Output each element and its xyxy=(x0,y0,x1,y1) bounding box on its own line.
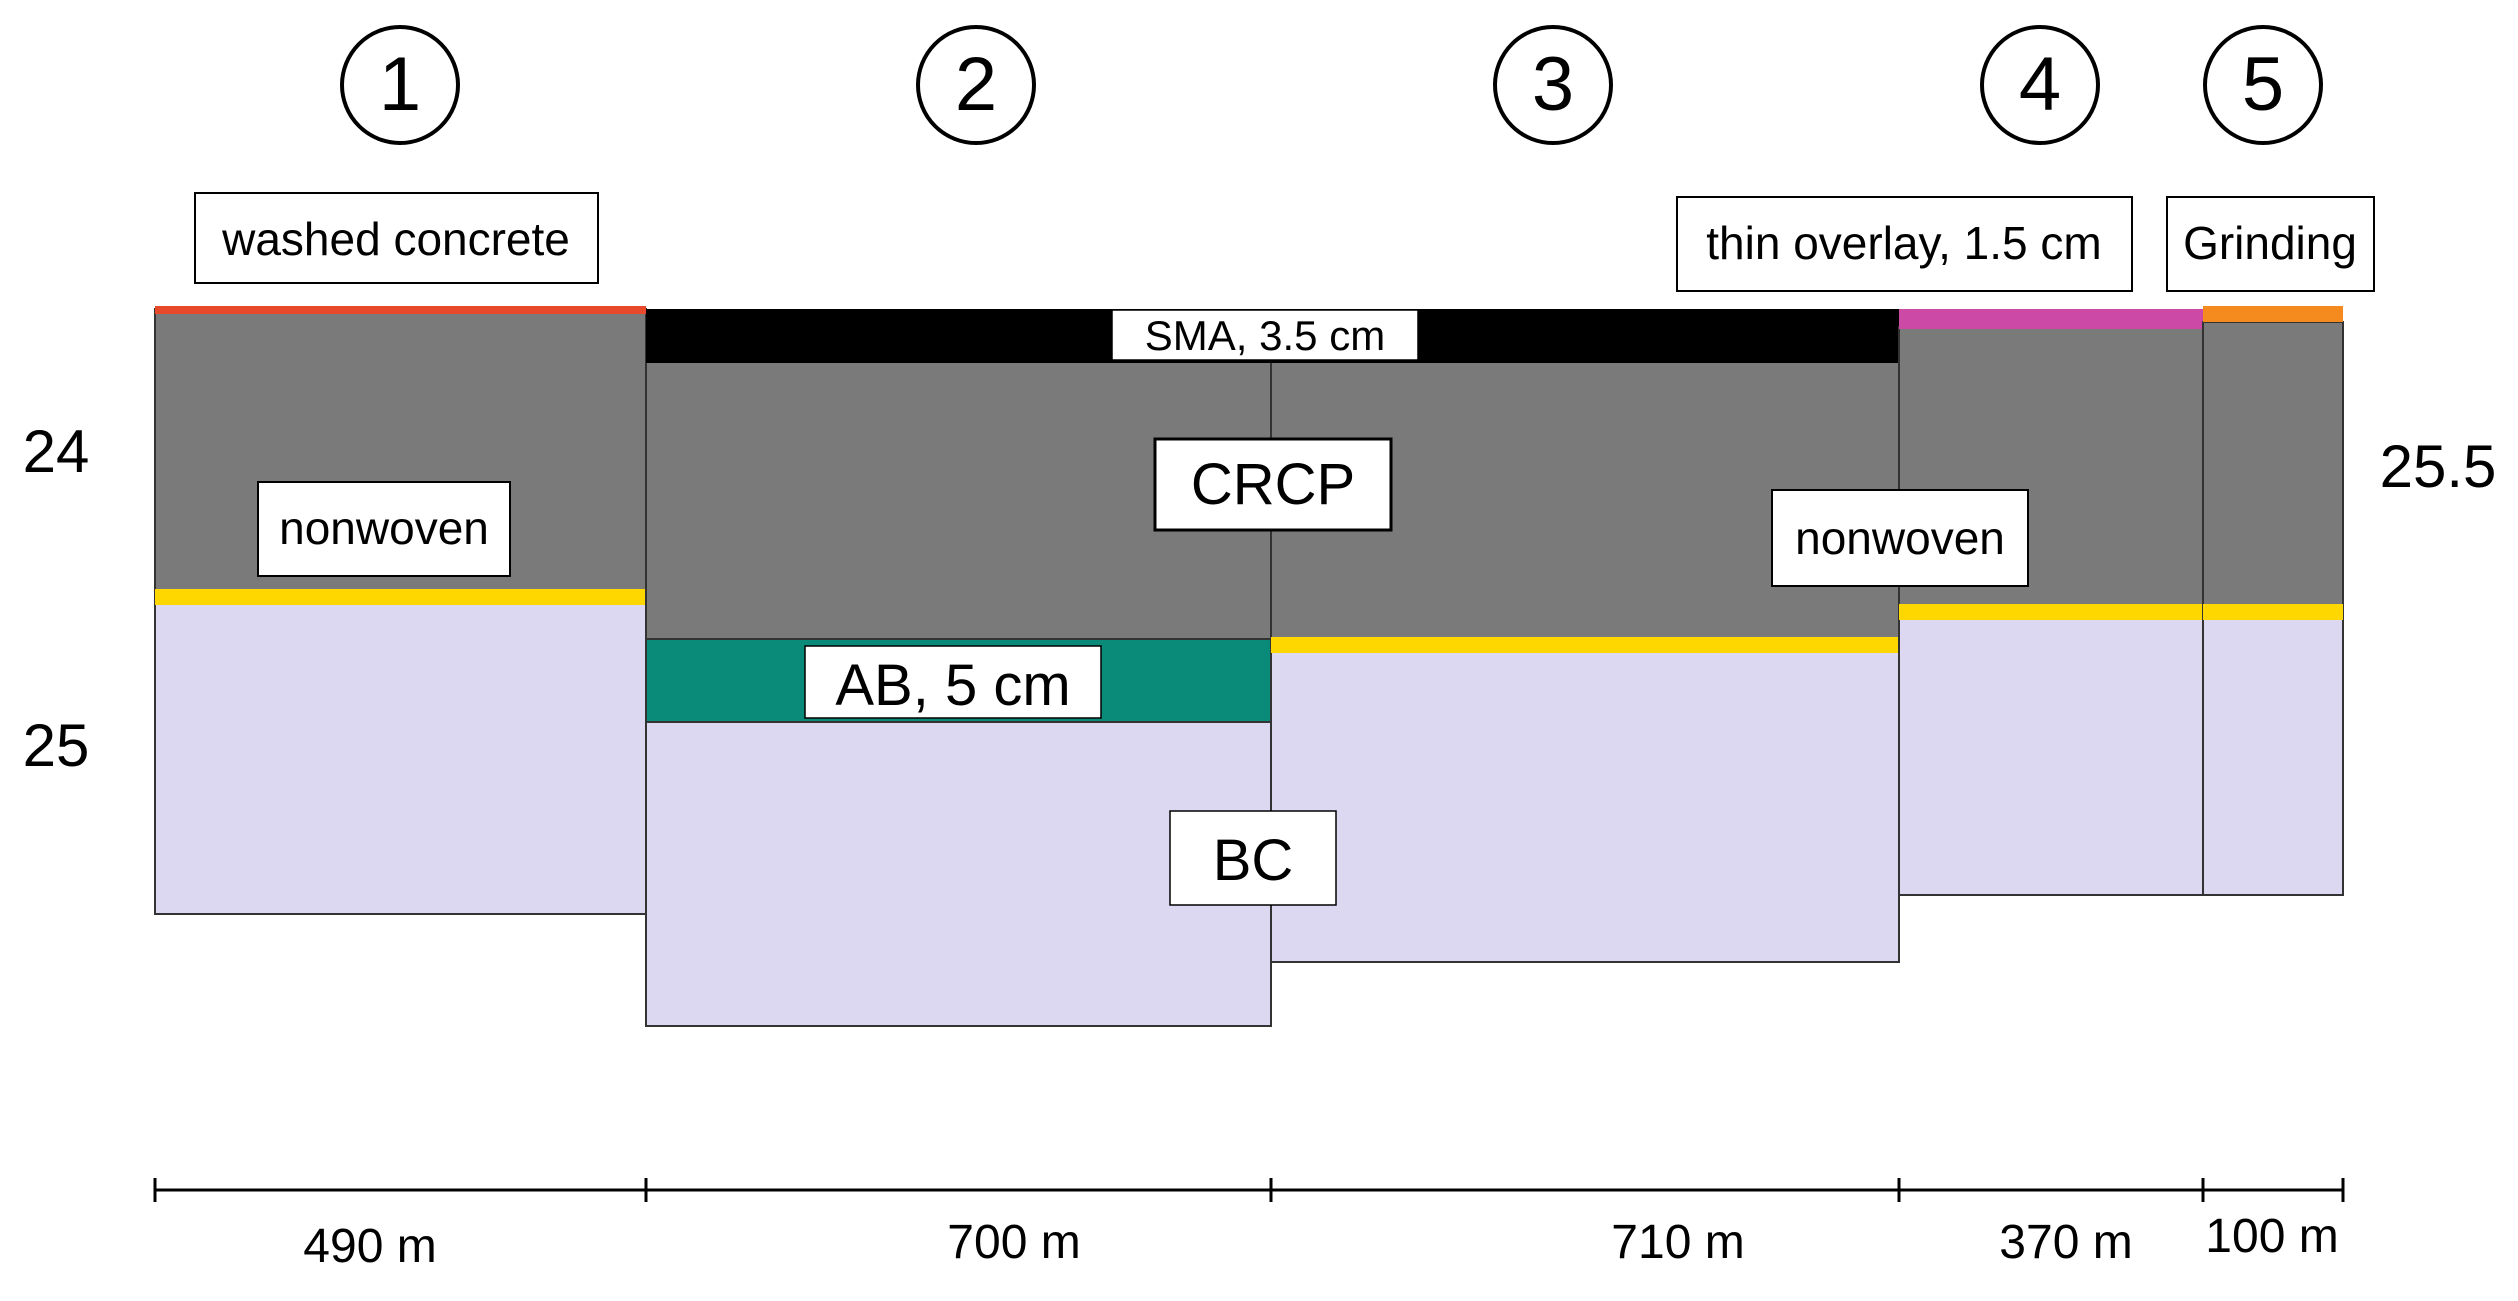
section-3-number: 3 xyxy=(1532,42,1574,127)
thin-overlay-label: thin overlay, 1.5 cm xyxy=(1706,217,2101,269)
crcp-label: CRCP xyxy=(1191,452,1355,517)
section-1-nonwoven-layer xyxy=(155,589,646,605)
section-1-number: 1 xyxy=(379,42,421,127)
section-5-base-course xyxy=(2202,618,2344,896)
length-scale: 490 m 700 m 710 m 370 m 100 m xyxy=(153,1178,2345,1273)
section-1-base-course xyxy=(154,591,647,915)
section-1-washed-concrete-layer xyxy=(155,306,646,314)
section-4-nonwoven-layer xyxy=(1899,604,2203,620)
section-4-base-course xyxy=(1898,618,2204,896)
section-3-nonwoven-layer xyxy=(1271,637,1899,653)
sma-label: SMA, 3.5 cm xyxy=(1145,312,1385,359)
washed-concrete-callout: washed concrete xyxy=(194,192,599,284)
section-5-marker: 5 xyxy=(2203,25,2323,145)
section-2-number: 2 xyxy=(955,42,997,127)
section-2-length: 700 m xyxy=(947,1216,1080,1269)
section-4-profile xyxy=(1898,309,2204,896)
section-2-base-course xyxy=(645,721,1272,1027)
sma-callout: SMA, 3.5 cm xyxy=(1111,309,1419,361)
section-3-length: 710 m xyxy=(1611,1216,1744,1269)
section-1-marker: 1 xyxy=(340,25,460,145)
bc-callout: BC xyxy=(1169,810,1337,906)
section-5-nonwoven-layer xyxy=(2203,604,2343,620)
section-5-grinding-layer xyxy=(2203,306,2343,322)
nonwoven-left-callout: nonwoven xyxy=(257,481,511,577)
section-2-marker: 2 xyxy=(916,25,1036,145)
right-upper-thickness: 25.5 xyxy=(2380,433,2497,500)
section-3-base-course xyxy=(1270,650,1900,963)
nonwoven-right-label: nonwoven xyxy=(1795,512,2005,564)
grinding-label: Grinding xyxy=(2183,217,2357,269)
crcp-callout: CRCP xyxy=(1153,437,1393,532)
grinding-callout: Grinding xyxy=(2166,196,2375,292)
left-lower-thickness: 25 xyxy=(23,712,90,779)
section-5-number: 5 xyxy=(2242,42,2284,127)
washed-concrete-label: washed concrete xyxy=(221,213,570,265)
section-1-length: 490 m xyxy=(303,1220,436,1273)
section-5-length: 100 m xyxy=(2205,1210,2338,1263)
section-4-marker: 4 xyxy=(1980,25,2100,145)
thin-overlay-callout: thin overlay, 1.5 cm xyxy=(1676,196,2133,292)
section-3-profile xyxy=(1270,361,1900,963)
section-5-profile xyxy=(2202,306,2344,896)
bc-label: BC xyxy=(1213,828,1294,893)
ab-label: AB, 5 cm xyxy=(835,653,1070,718)
section-4-thin-overlay-layer xyxy=(1899,309,2203,329)
section-4-number: 4 xyxy=(2019,42,2061,127)
section-4-length: 370 m xyxy=(1999,1216,2132,1269)
section-5-concrete-slab xyxy=(2202,321,2344,620)
left-upper-thickness: 24 xyxy=(23,418,90,485)
ab-callout: AB, 5 cm xyxy=(804,645,1102,719)
section-3-marker: 3 xyxy=(1493,25,1613,145)
nonwoven-right-callout: nonwoven xyxy=(1771,489,2029,587)
section-1-profile xyxy=(154,306,647,915)
nonwoven-left-label: nonwoven xyxy=(279,502,489,554)
